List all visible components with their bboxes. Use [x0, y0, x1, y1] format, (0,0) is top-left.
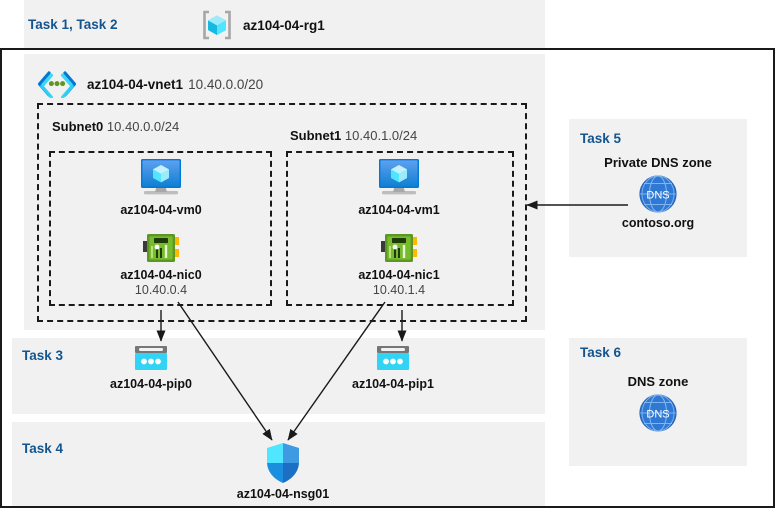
node-pip1: az104-04-pip1 — [328, 343, 458, 391]
subnet1-cidr: 10.40.1.0/24 — [344, 128, 418, 143]
subnets-container — [37, 103, 527, 322]
nic1-ip: 10.40.1.4 — [372, 283, 426, 297]
dns-zone-icon-text: DNS — [646, 189, 669, 201]
vm0-label: az104-04-vm0 — [120, 203, 202, 217]
subnet0-name: Subnet0 — [52, 119, 104, 134]
dns-zone-icon: DNS — [593, 174, 723, 214]
nic0-ip: 10.40.0.4 — [134, 283, 188, 297]
subnet0-title: Subnet0 10.40.0.0/24 — [52, 119, 179, 134]
subnet1-name: Subnet1 — [290, 128, 342, 143]
network-security-group-icon — [218, 441, 348, 485]
node-vm1: az104-04-vm1 — [334, 157, 464, 217]
virtual-machine-icon — [96, 157, 226, 201]
resource-group-icon — [200, 9, 234, 41]
dns-zone-icon: DNS — [593, 393, 723, 433]
node-nic0: az104-04-nic0 10.40.0.4 — [96, 230, 226, 297]
vnet-header: az104-04-vnet1 10.40.0.0/20 — [36, 70, 263, 98]
pip1-label: az104-04-pip1 — [352, 377, 434, 391]
subnet0-cidr: 10.40.0.0/24 — [106, 119, 180, 134]
public-ip-address-icon — [86, 343, 216, 375]
private-dns-zone-name: contoso.org — [621, 216, 695, 230]
vnet-cidr: 10.40.0.0/20 — [188, 76, 264, 92]
pip0-label: az104-04-pip0 — [110, 377, 192, 391]
task-label-3: Task 3 — [22, 348, 64, 363]
resource-group-header-panel — [24, 0, 545, 48]
task-label-1-2: Task 1, Task 2 — [28, 17, 118, 32]
resource-group-name: az104-04-rg1 — [243, 17, 325, 33]
nic1-label: az104-04-nic1 — [358, 268, 440, 282]
node-private-dns-zone: Private DNS zone DNS contoso.org — [593, 155, 723, 230]
subnet1-title: Subnet1 10.40.1.0/24 — [290, 128, 417, 143]
public-ip-address-icon — [328, 343, 458, 375]
node-dns-zone: DNS zone DNS — [593, 374, 723, 433]
nic0-label: az104-04-nic0 — [120, 268, 202, 282]
node-pip0: az104-04-pip0 — [86, 343, 216, 391]
virtual-machine-icon — [334, 157, 464, 201]
task-label-6: Task 6 — [580, 345, 622, 360]
node-nsg: az104-04-nsg01 — [218, 441, 348, 501]
node-nic1: az104-04-nic1 10.40.1.4 — [334, 230, 464, 297]
nsg-label: az104-04-nsg01 — [236, 487, 330, 501]
subnet0-resources-box — [49, 151, 272, 306]
task3-panel — [12, 338, 545, 414]
private-dns-zone-title: Private DNS zone — [604, 155, 712, 170]
virtual-network-icon — [36, 70, 78, 98]
vm1-label: az104-04-vm1 — [358, 203, 440, 217]
resource-group-header: az104-04-rg1 — [200, 9, 325, 41]
vnet-panel — [24, 54, 545, 330]
task-label-5: Task 5 — [580, 131, 622, 146]
network-interface-icon — [96, 230, 226, 266]
task-label-4: Task 4 — [22, 441, 64, 456]
dns-zone-title: DNS zone — [627, 374, 689, 389]
vnet-name: az104-04-vnet1 — [87, 76, 184, 92]
subnet1-resources-box — [286, 151, 514, 306]
network-interface-icon — [334, 230, 464, 266]
node-vm0: az104-04-vm0 — [96, 157, 226, 217]
dns-zone-icon-text: DNS — [646, 408, 669, 420]
